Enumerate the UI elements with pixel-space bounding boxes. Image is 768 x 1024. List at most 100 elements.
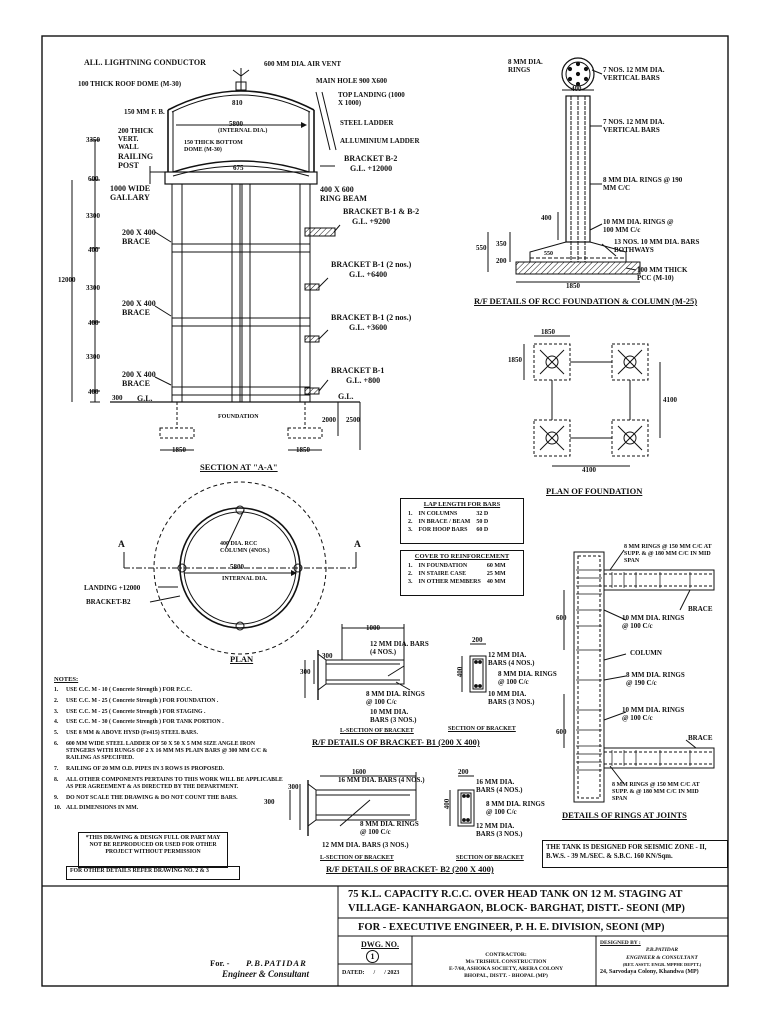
b2-lsec-label: L-SECTION OF BRACKET — [320, 855, 394, 861]
gl-left-label: G.L. — [137, 394, 153, 403]
bracket-b1c-label: BRACKET B-1 — [331, 366, 385, 375]
note-item: 9.DO NOT SCALE THE DRAWING & DO NOT COUN… — [54, 795, 284, 802]
column-detail-title: R/F DETAILS OF RCC FOUNDATION & COLUMN (… — [474, 296, 698, 306]
bracket-b12-label: BRACKET B-1 & B-2 — [343, 207, 420, 216]
designer-ret: (RET. ASSTT. ENGR. MPPHE DEPTT.) — [622, 962, 702, 968]
note-number: 7. — [54, 766, 59, 772]
joint-top-rings: 8 MM RINGS @ 150 MM C/C AT SUPP. & @ 180… — [624, 544, 712, 564]
designer-name: P.B.PATIDAR — [645, 947, 679, 954]
b1-dim-300a: 300 — [322, 652, 333, 660]
lap-table-cell: FOR HOOP BARS — [418, 526, 468, 533]
contractor-block: CONTRACTOR: M/s TRISHUL CONSTRUCTION E-7… — [420, 952, 592, 981]
for-label: For. - — [210, 958, 230, 968]
for-executive-engineer: FOR - EXECUTIVE ENGINEER, P. H. E. DIVIS… — [358, 922, 665, 933]
b2-dim-1600: 1600 — [352, 768, 366, 776]
note-item: 8. ALL OTHER COMPONENTS PERTAINS TO THIS … — [54, 777, 284, 791]
b1-sec-rings: 8 MM DIA. RINGS @ 100 C/c — [498, 670, 557, 687]
bracket-b12-gl: G.L. +9200 — [352, 217, 391, 226]
note-text: ALL OTHER COMPONENTS PERTAINS TO THIS WO… — [66, 776, 283, 790]
b2-dim-400: 400 — [443, 798, 452, 810]
b2-rings: 8 MM DIA. RINGS @ 100 C/c — [360, 820, 419, 837]
b1-sec-bot: 10 MM DIA. BARS (3 NOS.) — [488, 690, 535, 707]
b2-bot-bars: 12 MM DIA. BARS (3 NOS.) — [322, 841, 409, 849]
dim-300: 300 — [112, 394, 123, 402]
refer-note: FOR OTHER DETAILS REFER DRAWING NO. 2 & … — [66, 866, 240, 880]
col-dim-550: 550 — [476, 244, 487, 252]
dim-400c: 400 — [88, 388, 99, 396]
note-text: ALL DIMENSIONS IN MM. — [66, 805, 139, 812]
plan-internal-label: INTERNAL DIA. — [222, 576, 268, 582]
note-number: 10. — [54, 805, 62, 812]
gallery-label: 1000 WIDE GALLARY — [110, 184, 151, 203]
main-hole-label: MAIN HOLE 900 X600 — [316, 77, 387, 85]
col-dim-550b: 550 — [544, 251, 553, 257]
bracket-b1-title: R/F DETAILS OF BRACKET- B1 (200 X 400) — [312, 737, 480, 747]
dim-3350: 3350 — [86, 136, 100, 144]
dim-5800: 5800 — [229, 120, 243, 128]
cover-table-title: COVER TO REINFORCEMENT — [414, 553, 510, 560]
notes-list: 1.USE C.C. M - 10 ( Concrete Strength ) … — [54, 687, 284, 813]
b2-top-bars: 16 MM DIA. BARS (4 NOS.) — [338, 776, 425, 784]
b2-dim-200: 200 — [458, 768, 469, 776]
note-number: 8. — [54, 776, 59, 783]
b1-top-bars: 12 MM DIA. BARS (4 NOS.) — [370, 640, 429, 657]
alu-ladder-label: ALLUMINIUM LADDER — [340, 137, 420, 145]
dim-12000: 12000 — [58, 276, 76, 284]
copyright-note: *THIS DRAWING & DESIGN FULL OR PART MAY … — [78, 832, 228, 868]
cover-table-cell: 1. — [408, 562, 413, 569]
cover-table-cell: IN FOUNDATION — [418, 562, 468, 569]
lap-table-cell: 2. — [408, 518, 413, 525]
notes-heading: NOTES: — [54, 676, 79, 683]
note-text: USE C.C. M - 30 ( Concrete Strength ) FO… — [66, 719, 224, 726]
bracket-b2-title: R/F DETAILS OF BRACKET- B2 (200 X 400) — [326, 864, 494, 874]
note-item: 3.USE C.C. M - 25 ( Concrete Strength ) … — [54, 709, 284, 716]
bracket-b1b-gl: G.L. +3600 — [349, 323, 388, 332]
railing-label: RAILING POST — [118, 152, 154, 171]
plan-column-label: 400 DIA. RCC COLUMN (4NOS.) — [220, 541, 270, 554]
plan-bracket-label: BRACKET-B2 — [86, 598, 131, 606]
dim-600: 600 — [88, 175, 99, 183]
steel-ladder-label: STEEL LADDER — [340, 119, 394, 127]
b2-sec-label: SECTION OF BRACKET — [456, 855, 524, 861]
cover-table-cell: 2. — [408, 570, 413, 577]
joint-brace-1: BRACE — [688, 605, 713, 613]
joint-rings-b: 8 MM DIA. RINGS @ 190 C/c — [626, 671, 685, 688]
foundation-label: FOUNDATION — [218, 414, 259, 420]
rings-100-label: 10 MM DIA. RINGS @ 100 MM C/c — [603, 218, 674, 235]
project-title-line2: VILLAGE- KANHARGAON, BLOCK- BARGHAT, DIS… — [348, 903, 685, 915]
bracket-b1b-label: BRACKET B-1 (2 nos.) — [331, 313, 412, 322]
foundation-plan-title: PLAN OF FOUNDATION — [546, 486, 643, 496]
project-title-line1: 75 K.L. CAPACITY R.C.C. OVER HEAD TANK O… — [348, 889, 683, 900]
lap-table-cell: 32 D — [476, 510, 489, 517]
roof-dome-label: 100 THICK ROOF DOME (M-30) — [78, 80, 182, 88]
dim-810: 810 — [232, 99, 243, 107]
note-item: 6.600 MM WIDE STEEL LADDER OF 50 X 50 X … — [54, 741, 284, 763]
note-number: 9. — [54, 794, 59, 801]
lap-table-cell: 60 D — [476, 526, 489, 533]
for-role: Engineer & Consultant — [222, 969, 310, 979]
fb-label: 150 MM F. B. — [124, 108, 165, 116]
designer-role: ENGINEER & CONSULTANT — [626, 954, 698, 961]
contractor-city: BHOPAL, DISTT. - BHOPAL (MP) — [464, 973, 548, 980]
for-name: P.B.PATIDAR — [246, 958, 307, 968]
b1-bot-bars: 10 MM DIA. BARS (3 NOS.) — [370, 708, 417, 725]
rings-190-label: 8 MM DIA. RINGS @ 190 MM C/C — [603, 176, 683, 193]
dim-3300a: 3300 — [86, 212, 100, 220]
cover-table-cell: IN STAIRE CASE — [418, 570, 467, 577]
note-text: RAILING OF 20 MM O.D. PIPES IN 3 ROWS IS… — [66, 766, 225, 772]
note-number: 2. — [54, 697, 59, 704]
lightning-conductor-label: ALL. LIGHTNING CONDUCTOR — [84, 58, 206, 67]
lap-table-cell: IN COLUMNS — [418, 510, 458, 517]
rings-8mm-label: 8 MM DIA. RINGS — [508, 58, 543, 75]
dim-675: 675 — [233, 164, 244, 172]
note-item: 7. RAILING OF 20 MM O.D. PIPES IN 3 ROWS … — [54, 766, 284, 773]
bothways-label: 13 NOS. 10 MM DIA. BARS BOTHWAYS — [614, 238, 700, 255]
note-text: 600 MM WIDE STEEL LADDER OF 50 X 50 X 5 … — [66, 740, 268, 762]
